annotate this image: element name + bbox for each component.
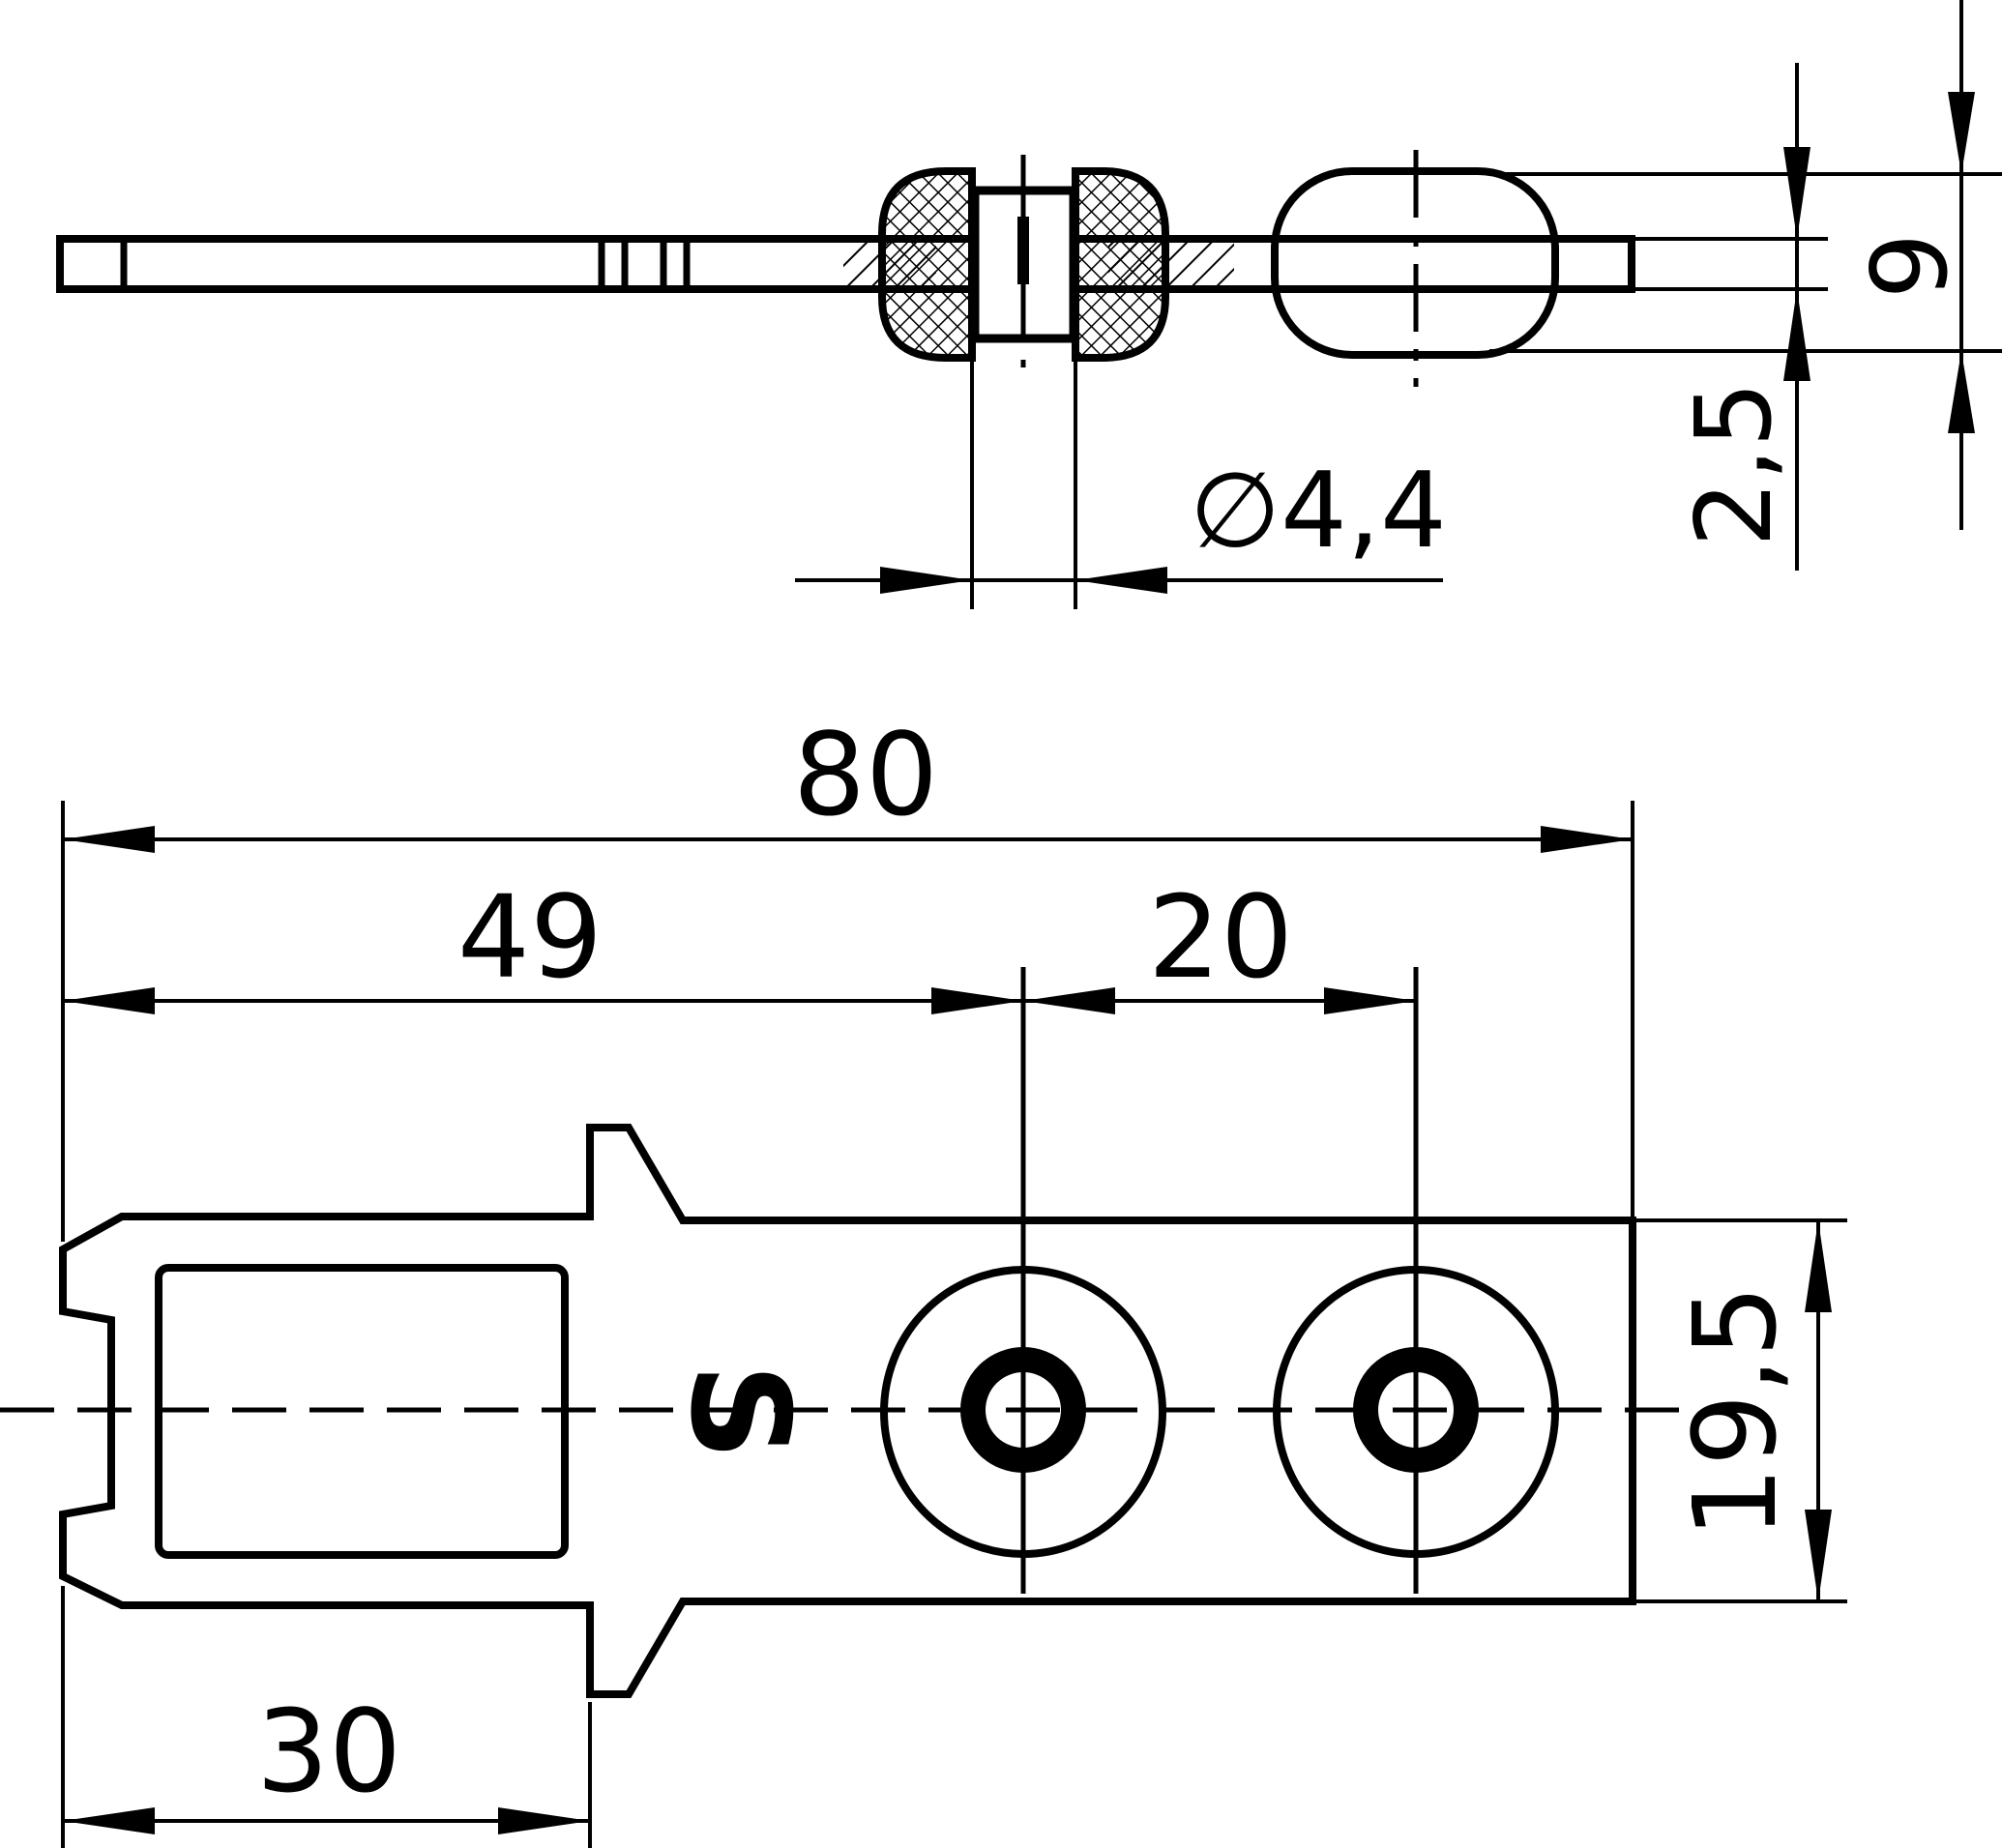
arrow-30-right	[498, 1807, 590, 1834]
arrow-height-top	[1948, 92, 1975, 174]
arrow-19-5-bottom	[1805, 1510, 1832, 1601]
arrow-30-left	[63, 1807, 155, 1834]
dim-to-first-hole: 49	[457, 870, 603, 1004]
dim-slot-length: 30	[256, 1685, 401, 1818]
arrow-thickness-bottom	[1783, 289, 1811, 381]
arrow-49-right	[931, 987, 1023, 1014]
dim-width: 19,5	[1668, 1285, 1802, 1540]
arrow-thickness-top	[1783, 147, 1811, 239]
arrow-20-right	[1324, 987, 1416, 1014]
plate-outline	[59, 1124, 1636, 1698]
collar-section-right	[1072, 167, 1169, 362]
marking-s: S	[660, 1364, 817, 1461]
arrow-dia-right	[1075, 567, 1167, 594]
arrow-height-bottom	[1948, 351, 1975, 433]
arrow-dia-left	[880, 567, 972, 594]
arrow-19-5-top	[1805, 1220, 1832, 1312]
side-view-arrows	[880, 92, 1975, 594]
dim-height: 9	[1850, 233, 1971, 300]
dim-thickness: 2,5	[1674, 381, 1795, 547]
plan-view	[0, 801, 1847, 1848]
dim-hole-diameter: ∅4,4	[1190, 451, 1447, 572]
arrow-20-left	[1023, 987, 1115, 1014]
pin-slot	[1017, 217, 1029, 284]
dim-total-length: 80	[793, 708, 938, 841]
dim-hole-spacing: 20	[1148, 870, 1293, 1004]
plan-view-arrows	[63, 826, 1832, 1834]
arrow-80-right	[1541, 826, 1633, 853]
arrow-49-left	[63, 987, 155, 1014]
arrow-80-left	[63, 826, 155, 853]
collar-section-left	[878, 167, 976, 362]
